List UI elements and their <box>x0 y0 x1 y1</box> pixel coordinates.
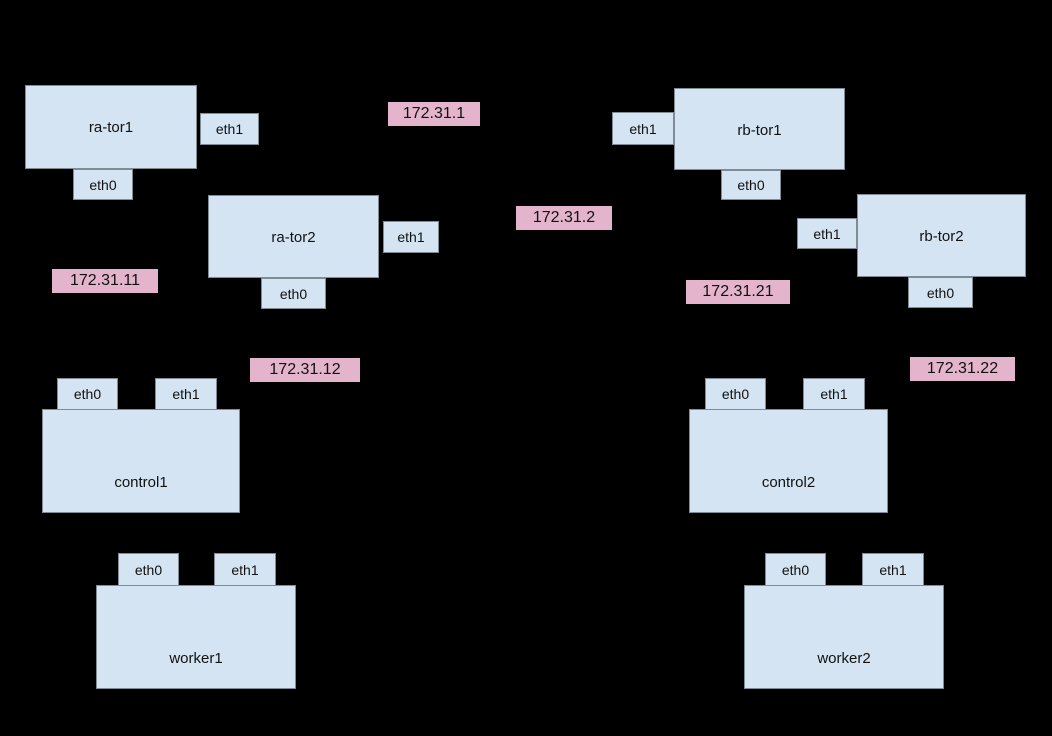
interface-rb-tor2-eth0[interactable]: eth0 <box>908 277 973 308</box>
interface-control2-eth1[interactable]: eth1 <box>803 378 865 410</box>
node-rb-tor2[interactable]: rb-tor2 <box>857 194 1026 277</box>
node-label-control1: control1 <box>114 474 168 491</box>
interface-worker1-eth1[interactable]: eth1 <box>214 553 276 586</box>
node-ra-tor2[interactable]: ra-tor2 <box>208 195 379 278</box>
interface-ra-tor2-eth0[interactable]: eth0 <box>261 278 326 309</box>
interface-ra-tor2-eth1[interactable]: eth1 <box>383 221 439 253</box>
node-worker1[interactable]: worker1 <box>96 585 296 689</box>
node-worker2[interactable]: worker2 <box>744 585 944 689</box>
node-label-worker2: worker2 <box>817 650 871 667</box>
network-label-net-172-31-21[interactable]: 172.31.21 <box>686 280 790 304</box>
interface-control1-eth1[interactable]: eth1 <box>155 378 217 410</box>
network-label-net-172-31-12[interactable]: 172.31.12 <box>250 358 360 382</box>
node-label-rb-tor2: rb-tor2 <box>919 228 964 245</box>
interface-worker2-eth0[interactable]: eth0 <box>765 553 826 586</box>
node-rb-tor1[interactable]: rb-tor1 <box>674 88 845 170</box>
node-control2[interactable]: control2 <box>689 409 888 513</box>
network-label-net-172-31-1[interactable]: 172.31.1 <box>388 102 480 126</box>
interface-ra-tor1-eth0[interactable]: eth0 <box>73 169 133 200</box>
interface-rb-tor2-eth1[interactable]: eth1 <box>797 218 857 249</box>
interface-ra-tor1-eth1[interactable]: eth1 <box>200 113 259 145</box>
interface-control2-eth0[interactable]: eth0 <box>705 378 766 410</box>
interface-control1-eth0[interactable]: eth0 <box>57 378 118 410</box>
node-label-rb-tor1: rb-tor1 <box>737 122 782 139</box>
network-label-net-172-31-11[interactable]: 172.31.11 <box>52 269 158 293</box>
interface-worker1-eth0[interactable]: eth0 <box>118 553 179 586</box>
node-control1[interactable]: control1 <box>42 409 240 513</box>
network-label-net-172-31-2[interactable]: 172.31.2 <box>516 206 612 230</box>
interface-rb-tor1-eth0[interactable]: eth0 <box>721 170 781 200</box>
node-ra-tor1[interactable]: ra-tor1 <box>25 85 197 169</box>
node-label-control2: control2 <box>761 474 816 491</box>
interface-worker2-eth1[interactable]: eth1 <box>862 553 924 586</box>
node-label-ra-tor2: ra-tor2 <box>271 229 316 246</box>
network-label-net-172-31-22[interactable]: 172.31.22 <box>910 357 1015 381</box>
node-label-ra-tor1: ra-tor1 <box>88 119 134 136</box>
interface-rb-tor1-eth1[interactable]: eth1 <box>612 112 674 145</box>
node-label-worker1: worker1 <box>169 650 223 667</box>
